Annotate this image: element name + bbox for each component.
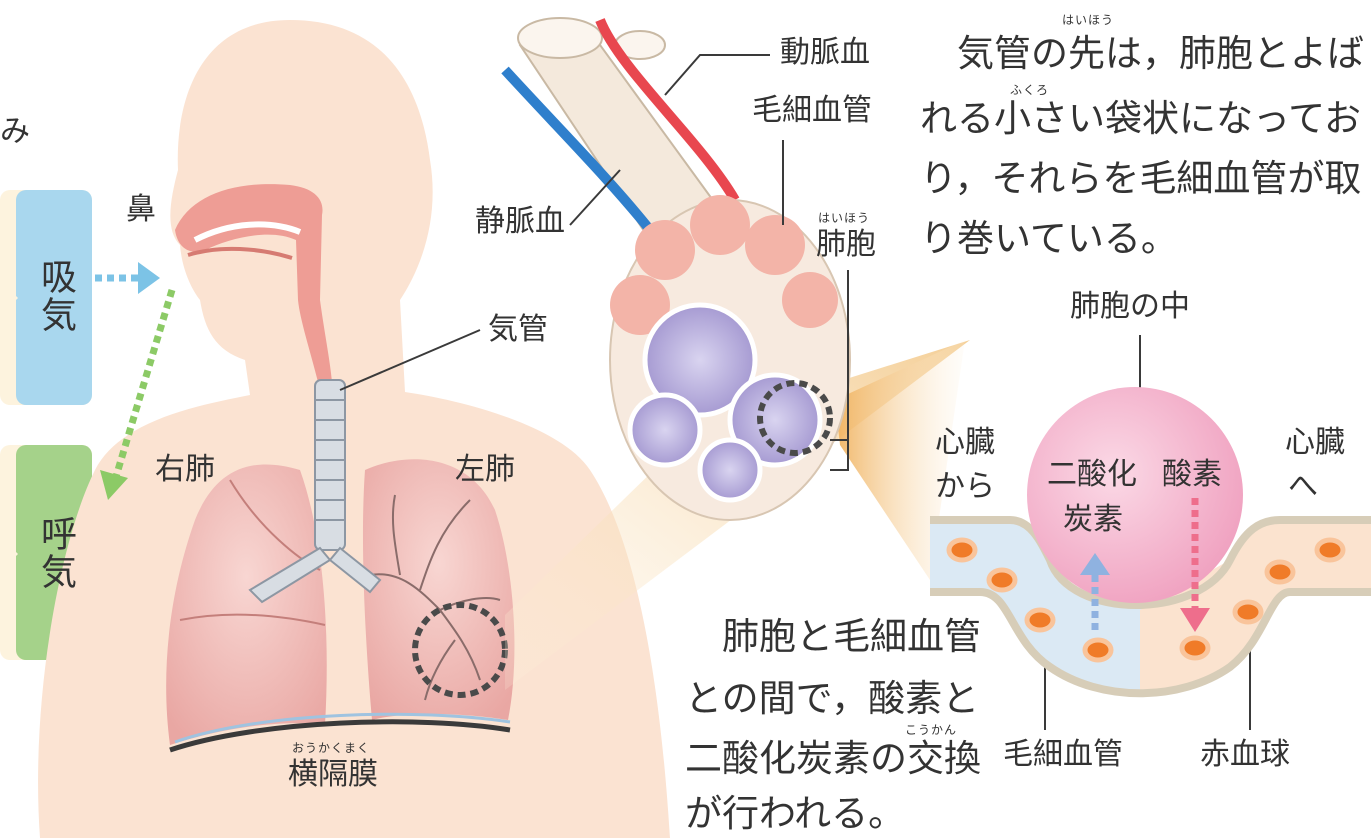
alveolus-sphere (1027, 387, 1243, 603)
artery-blood-label: 動脈血 (780, 38, 870, 68)
diaphragm-ruby: おうかくまく (292, 742, 370, 754)
alveolus-cluster (610, 195, 850, 520)
oxygen-label: 酸素 (1162, 460, 1222, 490)
bottom-paragraph-line-4: が行われる。 (685, 795, 905, 832)
to-heart-label-1: 心臓 (1285, 428, 1345, 458)
top-paragraph-line-4: り巻いている。 (920, 220, 1178, 257)
top-paragraph-line-2: れる小さい袋状になってお (920, 100, 1361, 137)
from-heart-label-2: から (935, 472, 995, 502)
from-heart-label-1: 心臓 (935, 428, 995, 458)
top-paragraph-line-3: り，それらを毛細血管が取 (920, 160, 1361, 197)
diaphragm-label: 横隔膜 (288, 760, 378, 790)
exhale-label: 呼気 (37, 515, 73, 591)
cropped-top-left-char: み (0, 117, 30, 147)
paragraph-ruby-bag: ふくろ (1010, 84, 1049, 96)
right-lung-label: 右肺 (155, 455, 215, 485)
alveolus-label: 肺胞 (816, 230, 876, 260)
capillary-bottom-label: 毛細血管 (1003, 740, 1123, 770)
paragraph-ruby-exchange: こうかん (905, 724, 957, 736)
inhale-label: 吸気 (37, 258, 73, 334)
nose-label: 鼻 (126, 195, 156, 225)
top-paragraph-line-1: 気管の先は，肺胞とよば (920, 35, 1364, 72)
bottom-paragraph-line-2: との間で，酸素と (685, 680, 979, 717)
to-heart-label-2: へ (1288, 472, 1318, 502)
co2-label-1: 二酸化 (1047, 460, 1137, 490)
red-blood-cell-label: 赤血球 (1200, 740, 1290, 770)
bottom-paragraph-line-1: 肺胞と毛細血管 (685, 618, 981, 655)
alveolus-ruby: はいほう (818, 212, 870, 224)
capillary-top-label: 毛細血管 (752, 96, 872, 126)
vein-blood-label: 静脈血 (475, 207, 565, 237)
inhale-arrow (95, 262, 160, 294)
trachea-label: 気管 (488, 315, 548, 345)
co2-label-2: 炭素 (1063, 505, 1123, 535)
inside-alveolus-label: 肺胞の中 (1070, 292, 1190, 322)
left-lung-label: 左肺 (455, 455, 515, 485)
bottom-paragraph-line-3: 二酸化炭素の交換 (685, 740, 981, 777)
paragraph-ruby-alveolus: はいほう (1062, 14, 1114, 26)
